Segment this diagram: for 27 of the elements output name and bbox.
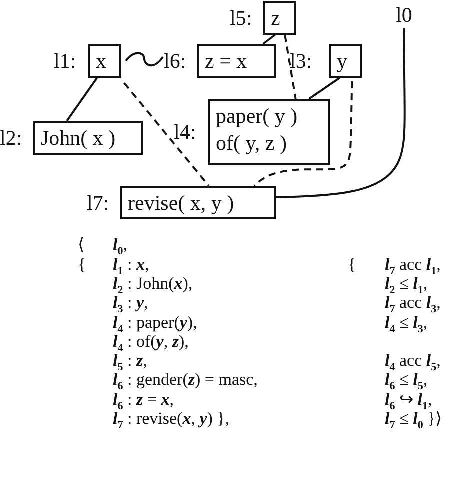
node-label: l2: <box>0 126 22 150</box>
node-label: l0 <box>396 3 412 27</box>
term-box: z <box>263 1 296 35</box>
node-label: l1: <box>54 49 76 73</box>
term-box: paper( y ) of( y, z ) <box>208 99 330 165</box>
term-box: y <box>329 44 362 78</box>
bracket-symbol: ⟨ <box>78 235 85 255</box>
node-label: l4: <box>174 120 196 144</box>
term-box: x <box>88 44 121 78</box>
node-label: l7: <box>87 190 110 214</box>
term-box: z = x <box>197 44 276 78</box>
connector-line <box>308 77 340 100</box>
formula-text: l$_{4}$ ≤ l$_{3}$, <box>385 313 428 338</box>
dashed-line <box>124 82 210 187</box>
connector-line <box>66 77 98 122</box>
connector-line <box>276 28 406 199</box>
bracket-symbol: { <box>78 255 86 275</box>
term-box: revise( x, y ) <box>120 186 276 219</box>
term-box: John( x ) <box>33 121 143 155</box>
node-label: l6: <box>164 49 186 73</box>
dashed-line <box>284 34 297 100</box>
node-label: l3: <box>290 49 312 73</box>
dashed-line <box>254 81 354 187</box>
formula-text: l$_{0}$, <box>113 235 128 258</box>
bracket-symbol: { <box>348 255 356 275</box>
connector-line <box>262 34 276 45</box>
node-label: l5: <box>230 6 252 30</box>
